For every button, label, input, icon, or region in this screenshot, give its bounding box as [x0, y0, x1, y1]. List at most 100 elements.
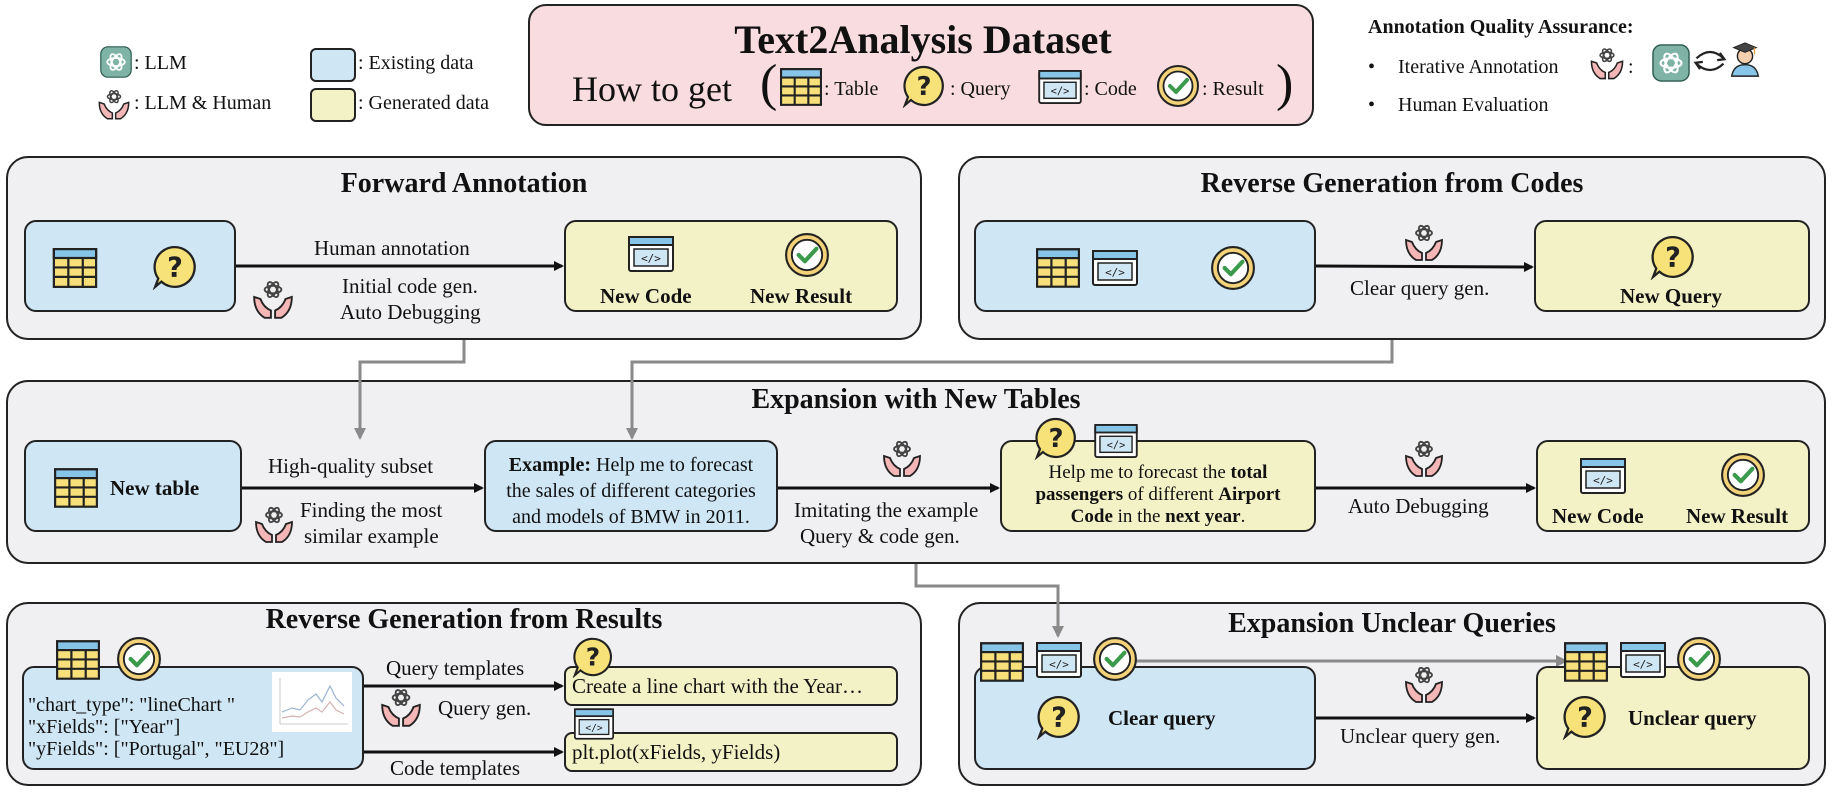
chart-type-field: "chart_type": "lineChart "	[28, 694, 236, 716]
generated-query-line-3: Code in the next year.	[1000, 506, 1316, 528]
imitating-label-2: Query & code gen.	[800, 524, 960, 548]
table-icon	[52, 248, 98, 288]
quality-iterative: Iterative Annotation	[1398, 56, 1559, 78]
new-result-label: New Result	[750, 284, 853, 308]
new-query-label: New Query	[1620, 284, 1723, 308]
table-icon	[56, 640, 100, 680]
legend-existing-swatch	[310, 48, 356, 82]
clear-query-gen-label: Clear query gen.	[1350, 276, 1490, 300]
llm-human-icon	[252, 502, 296, 546]
llm-human-icon	[880, 436, 924, 480]
llm-human-icon	[1402, 436, 1446, 480]
code-output-box	[564, 732, 898, 772]
query-icon	[1562, 694, 1608, 740]
quality-colon: :	[1628, 56, 1634, 78]
new-table-label: New table	[110, 476, 200, 500]
high-quality-label: High-quality subset	[268, 454, 434, 478]
result-icon	[784, 232, 830, 278]
unclear-query-label: Unclear query	[1628, 706, 1757, 730]
code-icon	[1094, 424, 1138, 458]
reverse-codes-title: Reverse Generation from Codes	[1200, 168, 1584, 199]
auto-debugging-label-2: Auto Debugging	[1348, 494, 1489, 518]
table-icon	[1036, 248, 1080, 288]
code-icon	[1620, 642, 1666, 678]
clear-query-label: Clear query	[1108, 706, 1216, 730]
dataset-header: Text2Analysis Dataset How to get ( : Tab…	[528, 4, 1314, 126]
example-1: Help me to forecast	[591, 454, 754, 476]
result-icon	[1676, 636, 1722, 682]
legend-query-label: : Query	[950, 78, 1011, 100]
legend-llm-label: : LLM	[134, 52, 187, 74]
bullet-2: •	[1368, 94, 1376, 116]
query-icon	[1034, 416, 1078, 460]
q2a: passengers	[1035, 484, 1124, 505]
close-paren: )	[1276, 55, 1294, 112]
q3c: next year	[1165, 506, 1241, 527]
legend-existing-label: : Existing data	[358, 52, 474, 74]
result-icon	[1092, 636, 1138, 682]
result-icon	[116, 636, 162, 682]
code-templates-label: Code templates	[390, 756, 521, 780]
query-icon	[152, 244, 198, 290]
query-output-text: Create a line chart with the Year…	[572, 674, 863, 698]
quality-title: Annotation Quality Assurance:	[1368, 16, 1634, 38]
legend-table-label: : Table	[824, 78, 879, 100]
example-line-2: the sales of different categories	[506, 480, 756, 502]
open-paren: (	[760, 55, 778, 112]
reverse-results-title: Reverse Generation from Results	[265, 604, 663, 635]
finding-label-2: similar example	[304, 524, 439, 548]
imitating-label-1: Imitating the example	[794, 498, 979, 522]
unclear-query-gen-label: Unclear query gen.	[1340, 724, 1501, 748]
yfields-field: "yFields": ["Portugal", "EU28"]	[28, 738, 285, 760]
new-code-label: New Code	[600, 284, 692, 308]
llm-human-icon	[1402, 662, 1446, 706]
code-icon	[1580, 458, 1626, 494]
legend-generated-swatch	[310, 88, 356, 122]
llm-human-icon	[1402, 220, 1446, 264]
forward-output-box	[564, 220, 898, 312]
q3b: in the	[1112, 506, 1166, 527]
example-line-1: Example: Help me to forecast	[484, 452, 778, 478]
quality-human-eval: Human Evaluation	[1398, 94, 1549, 116]
q1b: total	[1230, 462, 1268, 483]
clear-query-box	[974, 666, 1316, 770]
code-icon	[1092, 250, 1138, 286]
q2b: of different	[1123, 484, 1219, 505]
xfields-field: "xFields": ["Year"]	[28, 716, 181, 738]
example-text: Example: Help me to forecast the sales o…	[484, 452, 778, 530]
dataset-title: Text2Analysis Dataset	[734, 17, 1112, 62]
code-icon	[1036, 642, 1082, 678]
mini-line-chart	[272, 672, 352, 732]
new-result-label-2: New Result	[1686, 504, 1789, 528]
result-icon	[1210, 245, 1256, 291]
query-gen-label: Query gen.	[438, 696, 532, 720]
generated-query-text: Help me to forecast the total passengers…	[1000, 462, 1316, 528]
code-icon	[628, 236, 674, 272]
table-icon	[1564, 642, 1608, 682]
auto-debugging-label: Auto Debugging	[340, 300, 481, 324]
table-icon	[980, 642, 1024, 682]
query-icon	[572, 636, 614, 678]
initial-code-gen-label: Initial code gen.	[342, 274, 478, 298]
q1a: Help me to forecast the	[1048, 462, 1231, 483]
llm-human-icon	[378, 684, 424, 730]
code-output-text: plt.plot(xFields, yFields)	[572, 740, 781, 764]
generated-query-line-2: passengers of different Airport	[1000, 484, 1316, 506]
how-to-get: How to get	[572, 69, 732, 109]
legend-code-label: : Code	[1084, 78, 1137, 100]
finding-label-1: Finding the most	[300, 498, 443, 522]
expansion-tables-title: Expansion with New Tables	[751, 384, 1081, 415]
reverse-codes-input-box	[974, 220, 1316, 312]
q3a: Code	[1070, 506, 1113, 527]
result-icon	[1720, 452, 1766, 498]
legend-generated-label: : Generated data	[358, 92, 490, 114]
q3d: .	[1240, 506, 1246, 527]
code-icon	[574, 708, 614, 740]
query-icon	[1036, 694, 1082, 740]
unclear-queries-title: Expansion Unclear Queries	[1228, 608, 1556, 639]
example-line-3: and models of BMW in 2011.	[512, 506, 750, 528]
legend-llm-human-label: : LLM & Human	[134, 92, 272, 114]
legend-result-label: : Result	[1202, 78, 1264, 100]
query-output-box	[564, 666, 898, 706]
